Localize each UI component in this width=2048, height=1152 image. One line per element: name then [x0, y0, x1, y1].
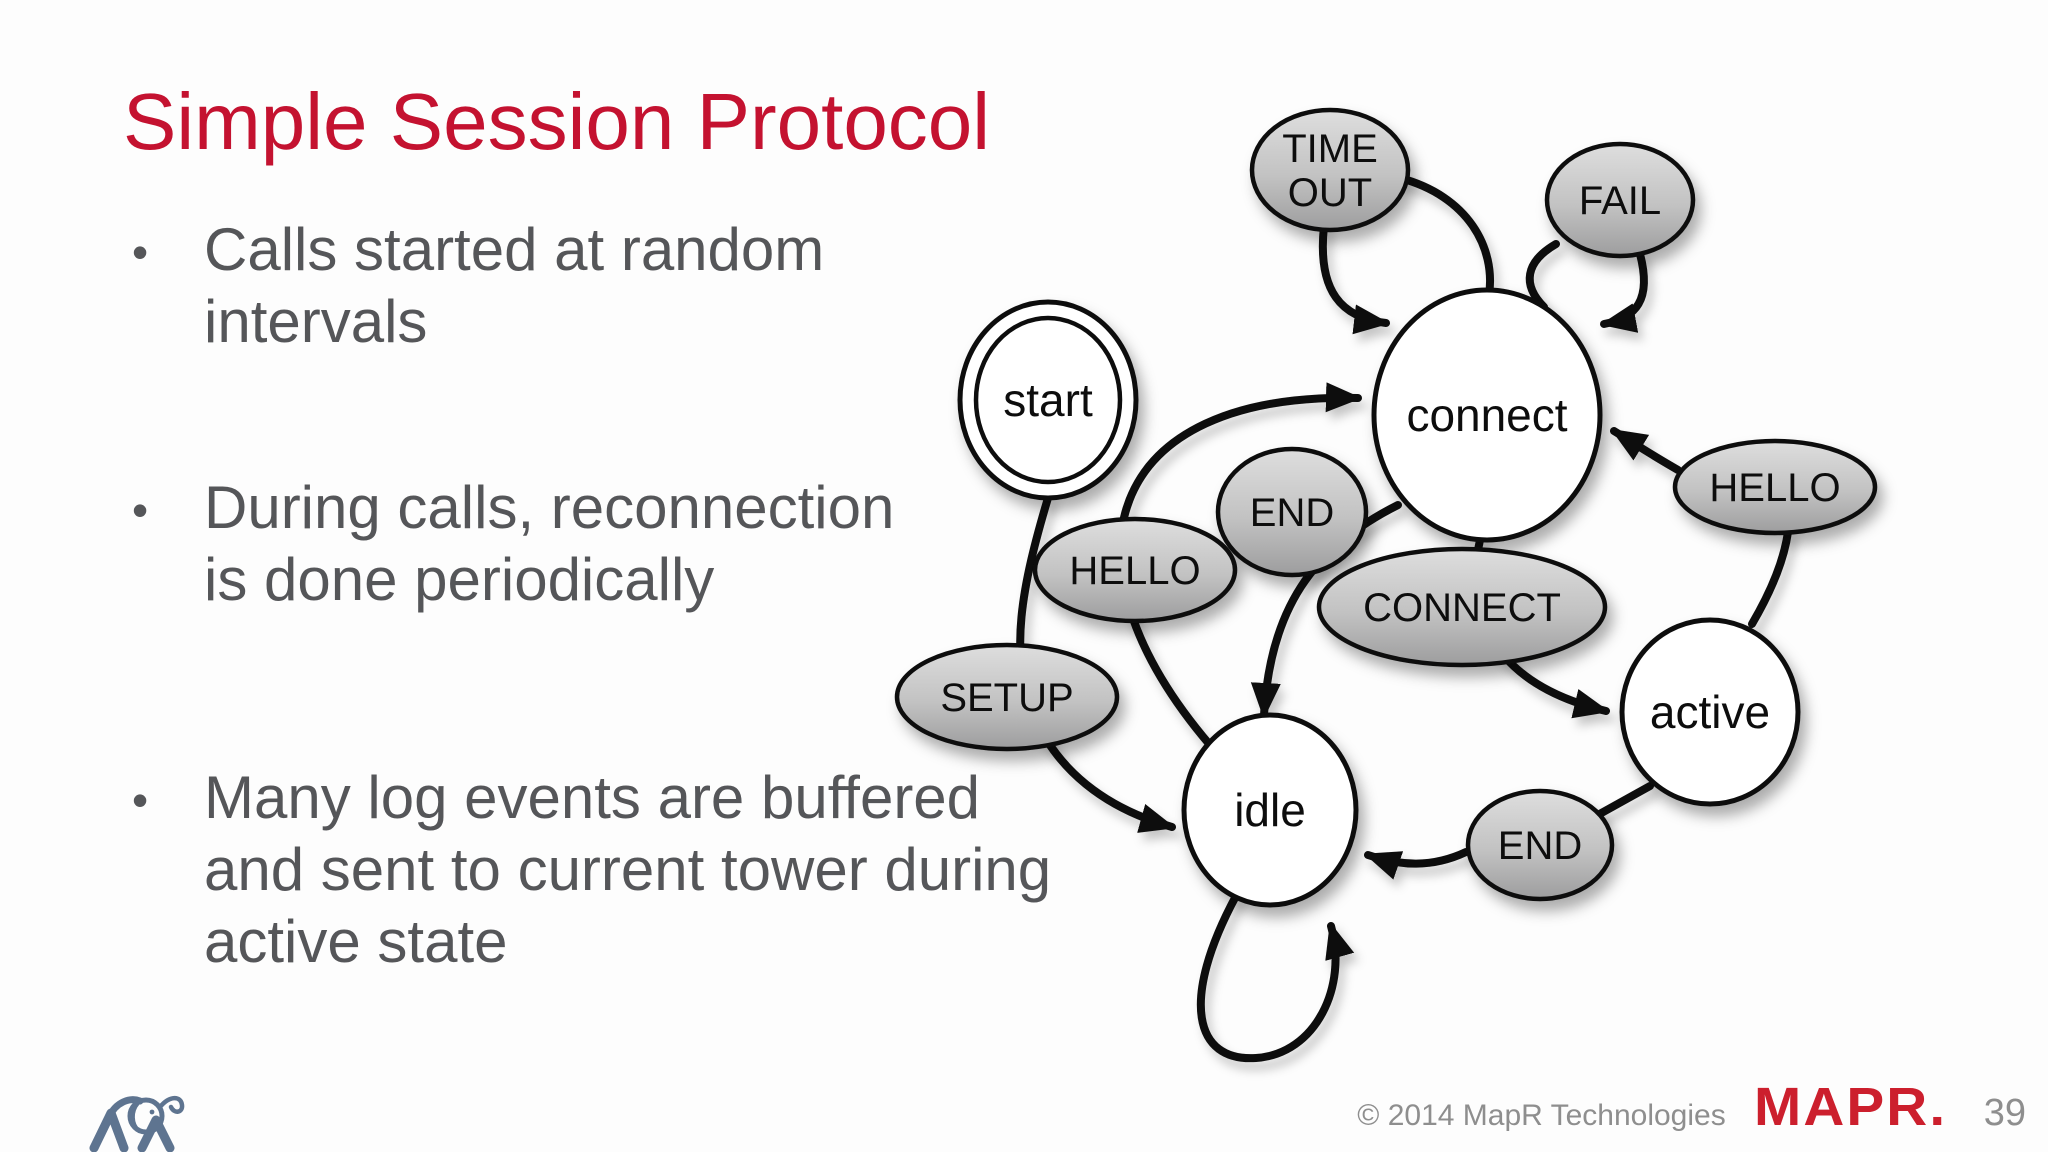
bullet-icon: • [132, 484, 149, 536]
copyright-text: © 2014 MapR Technologies [1357, 1099, 1726, 1132]
edge-fail-to-connect-arrow [1600, 250, 1648, 333]
event-fail-label: FAIL [1579, 179, 1661, 223]
state-idle-label: idle [1234, 784, 1306, 836]
bullet-text-line: Many log events are buffered [204, 764, 981, 831]
edge-idle-self-loop-arrow [1196, 892, 1355, 1063]
event-hello-right-label: HELLO [1709, 466, 1840, 510]
event-hello-right [1672, 438, 1878, 536]
bullet-item: • During calls, reconnection is done per… [132, 472, 895, 616]
edge-idle-to-connect-hello-arrow [1116, 382, 1362, 749]
bullet-text-line: and sent to current tower during [204, 836, 1052, 903]
mapr-logo: MAPR. [1753, 1077, 1947, 1137]
bullet-item: • Calls started at random intervals [132, 214, 825, 358]
event-end-upper [1215, 446, 1369, 578]
edge-active-to-helloright [1748, 528, 1792, 628]
event-connect-label: CONNECT [1363, 586, 1561, 630]
event-timeout-label-line1: TIME [1282, 127, 1378, 171]
event-end-upper-label: END [1250, 491, 1334, 535]
event-timeout-label-line2: OUT [1288, 171, 1372, 215]
state-start [957, 299, 1139, 501]
edge-connect-to-fail [1525, 240, 1560, 311]
footer: © 2014 MapR Technologies MAPR. 39 [1357, 1076, 2026, 1138]
edge-timeout-to-connect-arrow [1318, 222, 1390, 335]
event-end-lower [1465, 788, 1615, 902]
state-idle [1181, 712, 1359, 908]
event-end-lower-label: END [1498, 824, 1582, 868]
page-number: 39 [1983, 1092, 2026, 1134]
state-connect [1371, 287, 1603, 543]
event-hello-left [1032, 516, 1238, 624]
bullet-text-line: Calls started at random [204, 216, 825, 283]
bullet-text-line: During calls, reconnection [204, 474, 895, 541]
event-hello-left-label: HELLO [1069, 549, 1200, 593]
bullet-text-line: is done periodically [204, 546, 715, 613]
bullet-text-line: active state [204, 908, 508, 975]
slide-title: Simple Session Protocol [123, 77, 991, 166]
event-setup [894, 642, 1120, 752]
state-active [1619, 617, 1801, 807]
event-connect [1316, 546, 1608, 668]
elephant-logo-icon [89, 1095, 185, 1152]
state-active-label: active [1650, 686, 1770, 738]
edge-helloright-to-connect-arrow [1610, 427, 1682, 474]
event-timeout [1249, 107, 1411, 233]
bullet-icon: • [132, 226, 149, 278]
bullet-icon: • [132, 774, 149, 826]
edge-connect-to-timeout [1396, 174, 1494, 299]
bullet-text-line: intervals [204, 288, 428, 355]
edge-active-to-endlower [1592, 782, 1654, 820]
event-setup-label: SETUP [940, 676, 1073, 720]
state-start-label: start [1003, 374, 1093, 426]
state-connect-label: connect [1406, 389, 1567, 441]
bullet-item: • Many log events are buffered and sent … [132, 762, 1052, 978]
edge-endlower-to-idle-arrow [1364, 848, 1470, 880]
event-fail [1544, 141, 1696, 259]
